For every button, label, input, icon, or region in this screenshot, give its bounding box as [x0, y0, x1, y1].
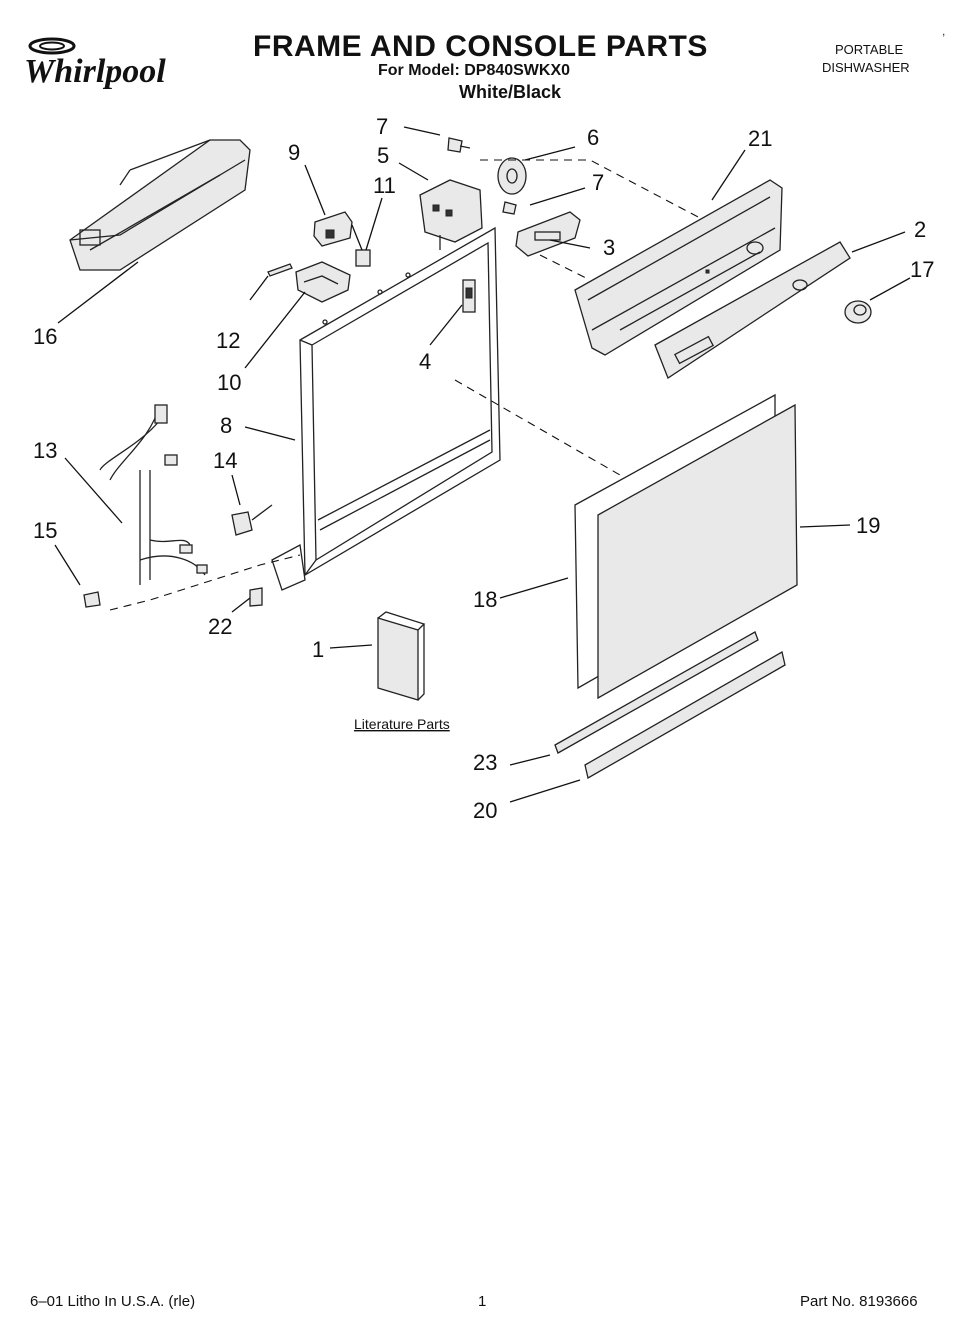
callout-7-mid: 7: [592, 170, 604, 195]
part-10-bracket: [295, 261, 351, 303]
callout-13: 13: [33, 438, 57, 463]
part-4-door-catch: [462, 279, 476, 313]
assembly-line-door: [454, 379, 621, 476]
part-22-clip: [249, 587, 263, 607]
part-17-knob: [844, 300, 872, 324]
callout-14: 14: [213, 448, 237, 473]
product-type-line2: DISHWASHER: [822, 60, 910, 75]
part-8-door-frame: [271, 226, 501, 591]
callout-12: 12: [216, 328, 240, 353]
part-21-console: [574, 179, 783, 356]
callout-2: 2: [914, 217, 926, 242]
callout-15: 15: [33, 518, 57, 543]
part-5-hinge: [419, 179, 483, 250]
part-12-strip: [267, 263, 293, 277]
callout-11: 11: [373, 173, 396, 198]
callout-6: 6: [587, 125, 599, 150]
part-16-housing: [69, 139, 251, 271]
part-7-screw-top: [447, 137, 471, 153]
part-3-latch: [515, 211, 581, 257]
footer-print-info: 6–01 Litho In U.S.A. (rle): [30, 1293, 196, 1310]
part-6-cam: [497, 157, 527, 195]
part-14-sensor: [231, 504, 273, 536]
part-20-trim: [584, 651, 786, 779]
callout-16: 16: [33, 324, 57, 349]
whirlpool-logo: Whirlpool: [24, 37, 166, 90]
part-15-screw: [83, 591, 101, 608]
part-11-connector: [351, 224, 371, 267]
callout-17: 17: [910, 257, 934, 282]
callout-5: 5: [377, 143, 389, 168]
part-23-trim: [554, 631, 759, 754]
callout-4: 4: [419, 349, 431, 374]
assembly-line-latch: [539, 254, 591, 281]
footer-page-number: 1: [478, 1293, 487, 1310]
leader-lines: [54, 126, 911, 803]
callout-8: 8: [220, 413, 232, 438]
assembly-line-harness: [109, 554, 301, 611]
part-2-overlay: [654, 241, 851, 379]
callout-23: 23: [473, 750, 497, 775]
callout-1: 1: [312, 637, 324, 662]
footer-part-number: Part No. 8193666: [800, 1293, 918, 1310]
callout-21: 21: [748, 126, 772, 151]
part-9-switch: [313, 211, 353, 247]
brand-wordmark: Whirlpool: [24, 53, 166, 90]
model-number: For Model: DP840SWKX0: [378, 62, 571, 79]
corner-mark-top: ,: [942, 24, 946, 38]
callout-22: 22: [208, 614, 232, 639]
callout-19: 19: [856, 513, 880, 538]
part-7-screw-mid: [502, 201, 517, 215]
callout-3: 3: [603, 235, 615, 260]
callout-9: 9: [288, 140, 300, 165]
color-variant: White/Black: [459, 82, 562, 102]
part-13-wire-harness: [99, 404, 208, 585]
callout-7-top: 7: [376, 114, 388, 139]
part-19-door-panel: [597, 403, 798, 700]
part-1-literature: Literature Parts: [354, 611, 450, 732]
literature-parts-label: Literature Parts: [354, 716, 450, 732]
callout-20: 20: [473, 798, 497, 823]
page-title: FRAME AND CONSOLE PARTS: [253, 30, 708, 63]
product-type-line1: PORTABLE: [835, 42, 904, 57]
callout-10: 10: [217, 370, 241, 395]
callout-18: 18: [473, 587, 497, 612]
